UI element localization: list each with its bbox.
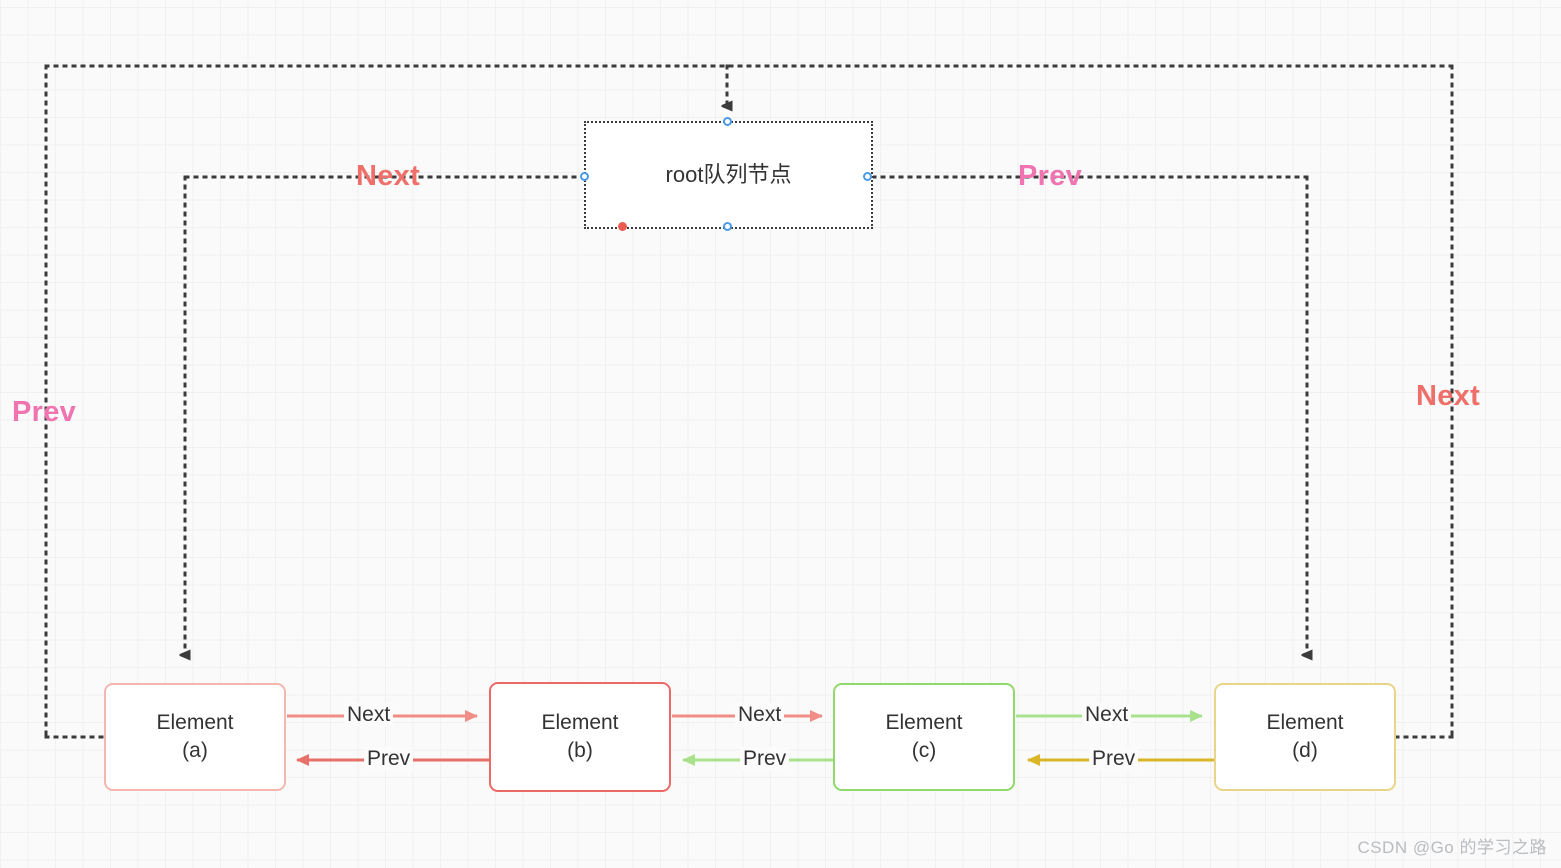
element-node-c[interactable]: Element (c) xyxy=(833,683,1015,791)
element-b-line2: (b) xyxy=(567,739,593,762)
big-label-next-top: Next xyxy=(356,160,421,192)
edge-label-c-b-prev: Prev xyxy=(740,747,790,771)
edge-label-b-a-prev: Prev xyxy=(364,747,414,771)
watermark-text: CSDN @Go 的学习之路 xyxy=(1357,838,1547,857)
big-label-prev-left: Prev xyxy=(12,396,77,428)
big-label-next-right: Next xyxy=(1416,380,1481,412)
element-c-line1: Element xyxy=(885,710,963,734)
element-node-d[interactable]: Element (d) xyxy=(1214,683,1396,791)
big-label-prev-top: Prev xyxy=(1018,160,1083,192)
edge-label-b-c-next: Next xyxy=(735,703,785,727)
dotted-root-next-path xyxy=(185,175,586,653)
dotted-outer-path xyxy=(44,64,1454,739)
root-handle-bottom[interactable] xyxy=(723,222,732,231)
edge-label-a-b-next: Next xyxy=(344,703,394,727)
root-node-label: root队列节点 xyxy=(665,162,792,188)
root-marker-dot[interactable] xyxy=(618,222,627,231)
element-node-a[interactable]: Element (a) xyxy=(104,683,286,791)
edge-label-d-c-prev: Prev xyxy=(1089,747,1139,771)
root-handle-top[interactable] xyxy=(723,117,732,126)
element-a-line2: (a) xyxy=(182,739,208,762)
root-handle-right[interactable] xyxy=(863,172,872,181)
element-c-line2: (c) xyxy=(911,739,937,762)
root-queue-node[interactable]: root队列节点 xyxy=(584,121,873,229)
edge-label-c-d-next: Next xyxy=(1082,703,1132,727)
element-a-line1: Element xyxy=(156,710,234,734)
element-node-b[interactable]: Element (b) xyxy=(489,682,671,792)
element-b-line1: Element xyxy=(541,710,619,734)
root-handle-left[interactable] xyxy=(580,172,589,181)
element-d-line2: (d) xyxy=(1292,739,1318,762)
element-d-line1: Element xyxy=(1266,710,1344,734)
dotted-root-prev-path xyxy=(871,175,1307,653)
